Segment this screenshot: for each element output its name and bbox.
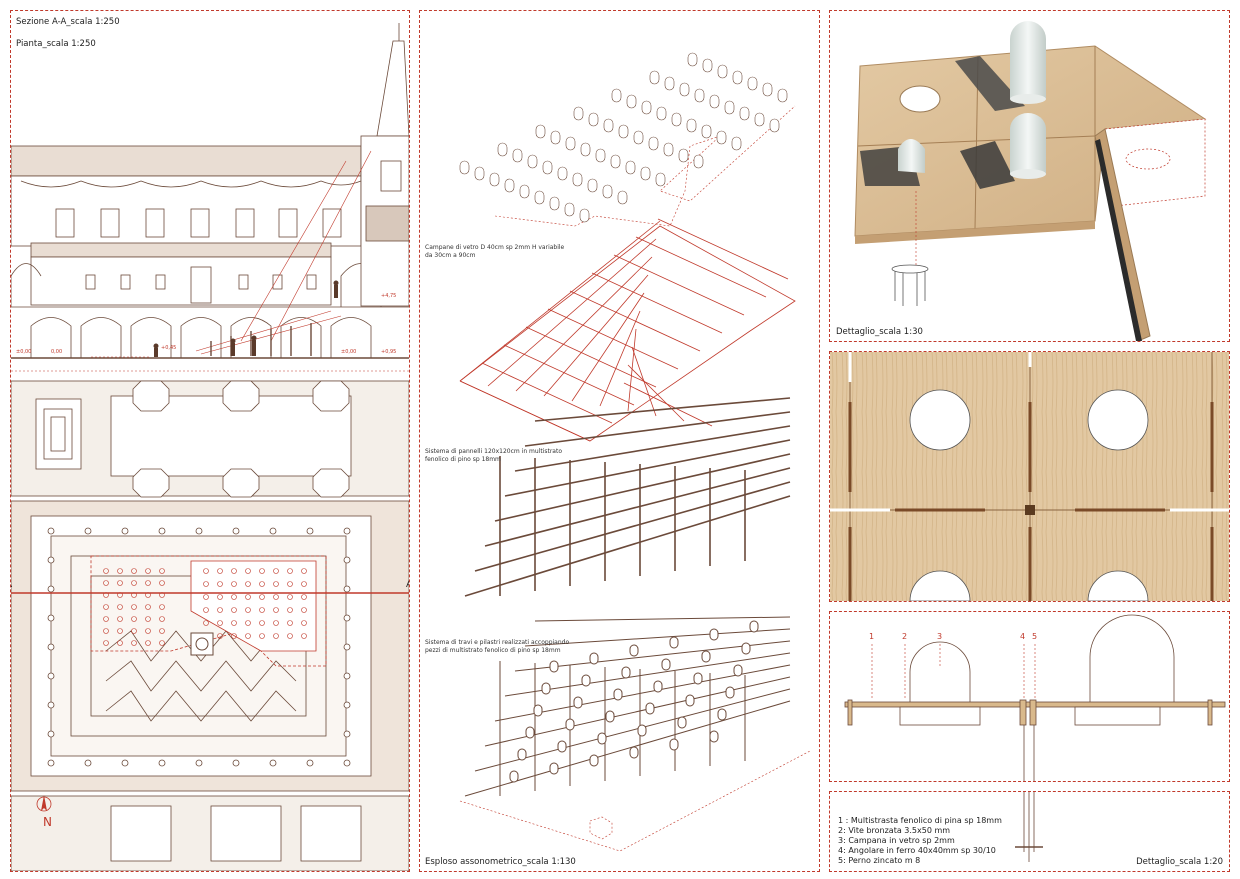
callout-5: 5 (1032, 632, 1037, 641)
elevation-2: 0,00 (51, 349, 62, 355)
elevation-3: +0,45 (161, 345, 176, 351)
legend-item: 4: Angolare in ferro 40x40mm sp 30/10 (838, 846, 996, 855)
section-title: Sezione A-A_scala 1:250 (16, 17, 120, 27)
elevation-6: +4,75 (381, 293, 396, 299)
note-panel-system: Sistema di pannelli 120x120cm in multist… (425, 448, 563, 463)
section-detail-drawing: 1 2 3 4 5 (844, 614, 1226, 781)
panel-plan-detail (829, 351, 1230, 602)
plan-detail-drawing (830, 352, 1229, 601)
panel-section-plan: ±0,00 0,00 +0,45 ±0,00 +0,95 +4,75 (10, 10, 410, 872)
elevation-1: ±0,00 (16, 349, 31, 355)
north-label: N (43, 815, 52, 829)
legend-item: 3: Campana in vetro sp 2mm (838, 836, 955, 845)
plan-title: Pianta_scala 1:250 (16, 39, 96, 49)
legend-item: 2: Vite bronzata 3.5x50 mm (838, 826, 951, 835)
callout-3: 3 (937, 632, 942, 641)
note-beam-system: Sistema di travi e pilastri realizzati a… (425, 639, 570, 654)
section-marker-left: A (11, 580, 13, 590)
callout-2: 2 (902, 632, 907, 641)
elevation-5: +0,95 (381, 349, 396, 355)
section-marker-right: A (406, 580, 409, 590)
panel-exploded-axonometric: Campane di vetro D 40cm sp 2mm H variabi… (419, 10, 820, 872)
detail-render-drawing (854, 21, 1207, 341)
legend-detail-drawing (1015, 792, 1043, 862)
panel-legend: 1 : Multistrasta fenolico di pina sp 18m… (829, 791, 1230, 872)
panel-detail-render: Dettaglio_scala 1:30 (829, 10, 1230, 342)
legend-caption: Dettaglio_scala 1:20 (1136, 857, 1223, 867)
detail-render-caption: Dettaglio_scala 1:30 (836, 327, 923, 337)
legend-list: 1 : Multistrasta fenolico di pina sp 18m… (838, 816, 1002, 866)
axonometric-caption: Esploso assonometrico_scala 1:130 (425, 857, 576, 867)
note-glass-bells: Campane di vetro D 40cm sp 2mm H variabi… (425, 244, 565, 259)
panel-section-detail: 1 2 3 4 5 (829, 611, 1230, 782)
legend-item: 1 : Multistrasta fenolico di pina sp 18m… (838, 816, 1002, 825)
exploded-axonometric-drawing (459, 52, 811, 852)
elevation-4: ±0,00 (341, 349, 356, 355)
legend-item: 5: Perno zincato m 8 (838, 856, 921, 865)
north-arrow-icon (36, 795, 52, 812)
callout-1: 1 (869, 632, 874, 641)
callout-4: 4 (1020, 632, 1025, 641)
section-plan-drawing: ±0,00 0,00 +0,45 ±0,00 +0,95 +4,75 (11, 23, 409, 871)
